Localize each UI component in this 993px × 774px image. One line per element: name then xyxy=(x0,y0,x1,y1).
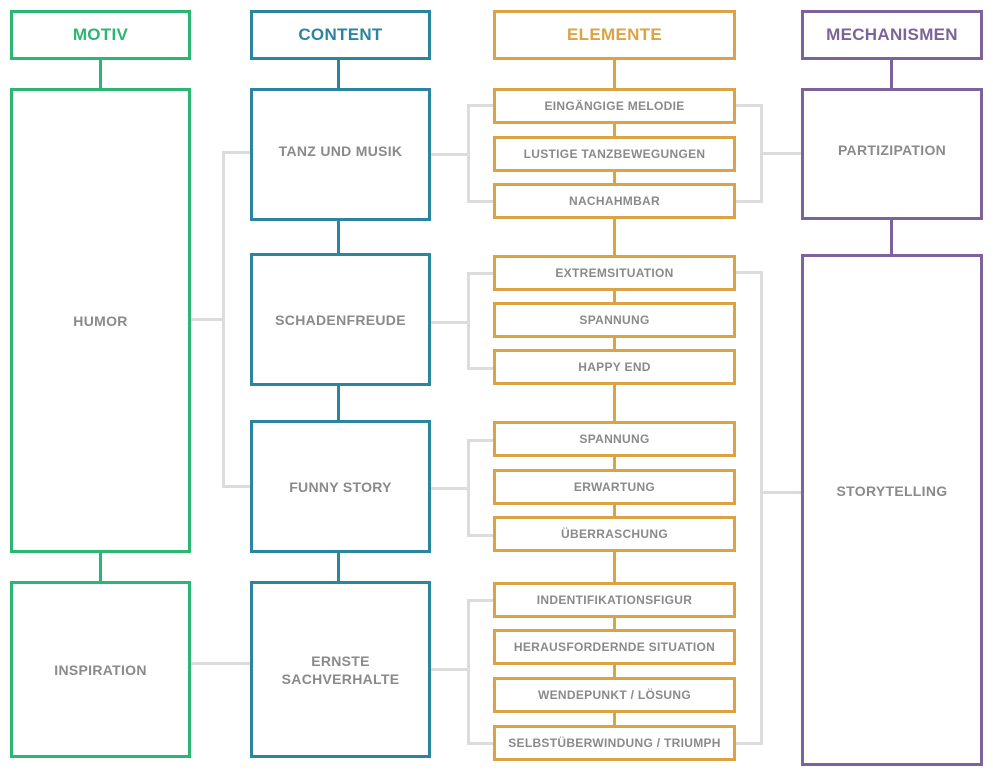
content-ernste-box: ERNSTE SACHVERHALTE xyxy=(250,581,431,758)
content-funny-box: FUNNY STORY xyxy=(250,420,431,553)
header-mechanismen: MECHANISMEN xyxy=(801,10,983,60)
element-box: INDENTIFIKATIONSFIGUR xyxy=(493,582,736,618)
connector-schaden-stub xyxy=(428,321,470,324)
header-motiv: MOTIV xyxy=(10,10,191,60)
connector-partizipation-stub xyxy=(760,152,804,155)
content-ernste-line2: SACHVERHALTE xyxy=(281,670,400,687)
element-box: HERAUSFORDERNDE SITUATION xyxy=(493,629,736,665)
connector-funny-el1 xyxy=(467,439,496,442)
mechanismen-spine-top xyxy=(890,58,893,90)
connector-schaden-bracket xyxy=(467,272,470,370)
connector-ernste-stub xyxy=(428,668,470,671)
mechanismen-storytelling-box: STORYTELLING xyxy=(801,254,983,766)
connector-partizipation-bottom xyxy=(733,200,763,203)
connector-schaden-el1 xyxy=(467,272,496,275)
connector-inspiration-ernste xyxy=(188,662,253,665)
connector-humor-stub xyxy=(188,318,225,321)
motiv-humor-box: HUMOR xyxy=(10,88,191,553)
motiv-inspiration-box: INSPIRATION xyxy=(10,581,191,758)
connector-tanz-el1 xyxy=(467,104,496,107)
content-spine-2 xyxy=(337,384,340,422)
connector-humor-tanz xyxy=(222,151,253,154)
element-box: ERWARTUNG xyxy=(493,469,736,505)
element-box: SELBSTÜBERWINDUNG / TRIUMPH xyxy=(493,725,736,761)
connector-ernste-el1 xyxy=(467,599,496,602)
connector-humor-funny xyxy=(222,485,253,488)
header-elemente: ELEMENTE xyxy=(493,10,736,60)
content-schadenfreude-box: SCHADENFREUDE xyxy=(250,253,431,386)
content-spine-top xyxy=(337,58,340,90)
connector-tanz-el3 xyxy=(467,200,496,203)
element-box: NACHAHMBAR xyxy=(493,183,736,219)
element-box: LUSTIGE TANZBEWEGUNGEN xyxy=(493,136,736,172)
connector-storytelling-bracket xyxy=(760,271,763,745)
connector-schaden-el3 xyxy=(467,367,496,370)
elemente-spine xyxy=(613,58,616,744)
connector-storytelling-bottom xyxy=(733,742,763,745)
connector-funny-stub xyxy=(428,487,470,490)
content-spine-1 xyxy=(337,218,340,255)
motiv-spine-mid xyxy=(99,551,102,583)
element-box: SPANNUNG xyxy=(493,421,736,457)
connector-humor-bracket xyxy=(222,151,225,488)
element-box: HAPPY END xyxy=(493,349,736,385)
connector-ernste-el4 xyxy=(467,742,496,745)
connector-tanz-bracket xyxy=(467,104,470,203)
connector-funny-bracket xyxy=(467,439,470,537)
element-box: ÜBERRASCHUNG xyxy=(493,516,736,552)
connector-ernste-bracket xyxy=(467,599,470,745)
content-ernste-line1: ERNSTE xyxy=(311,652,370,669)
mechanismen-spine-mid xyxy=(890,217,893,257)
content-tanz-box: TANZ UND MUSIK xyxy=(250,88,431,221)
element-box: SPANNUNG xyxy=(493,302,736,338)
connector-storytelling-top xyxy=(733,271,763,274)
motiv-spine-top xyxy=(99,58,102,90)
mechanismen-partizipation-box: PARTIZIPATION xyxy=(801,88,983,220)
connector-storytelling-stub xyxy=(760,491,804,494)
connector-partizipation-top xyxy=(733,104,763,107)
connector-tanz-stub xyxy=(428,153,470,156)
element-box: WENDEPUNKT / LÖSUNG xyxy=(493,677,736,713)
content-spine-3 xyxy=(337,551,340,583)
element-box: EINGÄNGIGE MELODIE xyxy=(493,88,736,124)
header-content: CONTENT xyxy=(250,10,431,60)
connector-funny-el3 xyxy=(467,534,496,537)
element-box: EXTREMSITUATION xyxy=(493,255,736,291)
